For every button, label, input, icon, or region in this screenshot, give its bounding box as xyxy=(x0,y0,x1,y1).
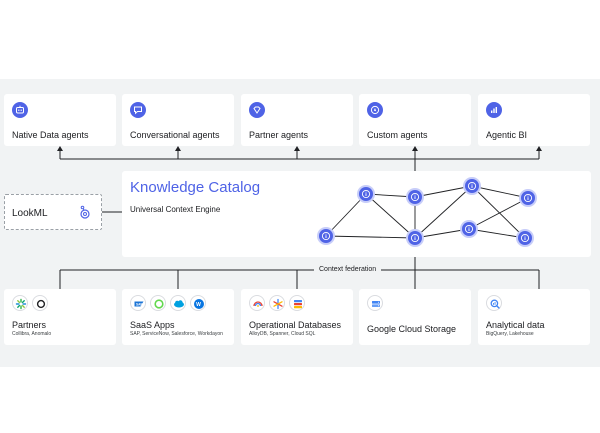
graph-edge xyxy=(414,228,470,239)
arrowhead xyxy=(294,146,300,151)
source-sublabel: BigQuery, Lakehouse xyxy=(486,331,534,337)
robot-icon xyxy=(12,102,28,118)
svg-text:W: W xyxy=(196,302,201,308)
agent-label: Agentic BI xyxy=(486,130,528,140)
info-icon xyxy=(465,179,479,193)
workday-logo-icon: W xyxy=(190,295,206,311)
info-icon xyxy=(408,231,422,245)
arrowhead xyxy=(175,146,181,151)
arrowhead xyxy=(536,146,542,151)
graph-edge xyxy=(471,185,526,239)
anomalo-logo-icon xyxy=(32,295,48,311)
info-icon xyxy=(319,229,333,243)
source-card-partners: Partners Collibra, Anomalo xyxy=(4,289,116,345)
source-card-saas-apps: SAP W SaaS Apps SAP, ServiceNow, Salesfo… xyxy=(122,289,234,345)
source-sublabel: AlloyDB, Spanner, Cloud SQL xyxy=(249,331,316,337)
graph-edge xyxy=(365,193,416,198)
agent-card-custom: Custom agents xyxy=(359,94,471,146)
lookml-box xyxy=(4,194,102,230)
cloud-sql-logo-icon xyxy=(289,295,305,311)
graph-edge xyxy=(468,228,526,239)
sap-logo-icon: SAP xyxy=(130,295,146,311)
context-federation-label: Context federation xyxy=(314,265,382,275)
agent-label: Custom agents xyxy=(367,130,428,140)
salesforce-logo-icon xyxy=(170,295,186,311)
source-label: Google Cloud Storage xyxy=(367,324,457,334)
info-icon xyxy=(521,191,535,205)
info-icon xyxy=(462,222,476,236)
graph-edge xyxy=(471,185,529,199)
graph-edge xyxy=(365,193,416,239)
source-sublabel: SAP, ServiceNow, Salesforce, Workdayon xyxy=(130,331,223,337)
agent-label: Native Data agents xyxy=(12,130,89,140)
source-label: Analytical data xyxy=(486,320,545,330)
graph-edge xyxy=(325,193,367,237)
cloud-storage-logo-icon xyxy=(367,295,383,311)
source-card-analytical-data: Analytical data BigQuery, Lakehouse xyxy=(478,289,590,345)
agent-label: Partner agents xyxy=(249,130,309,140)
knowledge-catalog-subtitle: Universal Context Engine xyxy=(130,205,221,214)
chart-icon xyxy=(486,102,502,118)
spanner-logo-icon xyxy=(269,295,285,311)
info-icon xyxy=(518,231,532,245)
source-label: Operational Databases xyxy=(249,320,342,330)
svg-text:SAP: SAP xyxy=(136,302,143,306)
source-label: Partners xyxy=(12,320,47,330)
arrowhead xyxy=(57,146,63,151)
source-card-operational-databases: Operational Databases AlloyDB, Spanner, … xyxy=(241,289,353,345)
graph-edge xyxy=(468,197,529,230)
info-icon xyxy=(408,190,422,204)
source-card-google-cloud-storage: Google Cloud Storage xyxy=(359,289,471,345)
arrowhead xyxy=(412,146,418,151)
graph-edge xyxy=(325,235,416,239)
agent-card-conversational: Conversational agents xyxy=(122,94,234,146)
diamond-icon xyxy=(249,102,265,118)
collibra-logo-icon xyxy=(12,295,28,311)
source-sublabel: Collibra, Anomalo xyxy=(12,331,52,337)
knowledge-catalog-box xyxy=(122,171,591,257)
bigquery-logo-icon xyxy=(486,295,502,311)
knowledge-graph-edges xyxy=(325,185,529,239)
agent-card-partner: Partner agents xyxy=(241,94,353,146)
compass-icon xyxy=(367,102,383,118)
agent-card-native-data: Native Data agents xyxy=(4,94,116,146)
knowledge-catalog-title: Knowledge Catalog xyxy=(130,179,261,196)
agent-label: Conversational agents xyxy=(130,130,220,140)
servicenow-logo-icon xyxy=(150,295,166,311)
lookml-label: LookML xyxy=(12,208,48,219)
graph-edge xyxy=(414,185,473,239)
lookml-logo-icon xyxy=(76,203,94,221)
graph-edge xyxy=(414,185,473,198)
chat-icon xyxy=(130,102,146,118)
source-label: SaaS Apps xyxy=(130,320,175,330)
info-icon xyxy=(359,187,373,201)
agent-card-agentic-bi: Agentic BI xyxy=(478,94,590,146)
alloydb-logo-icon xyxy=(249,295,265,311)
